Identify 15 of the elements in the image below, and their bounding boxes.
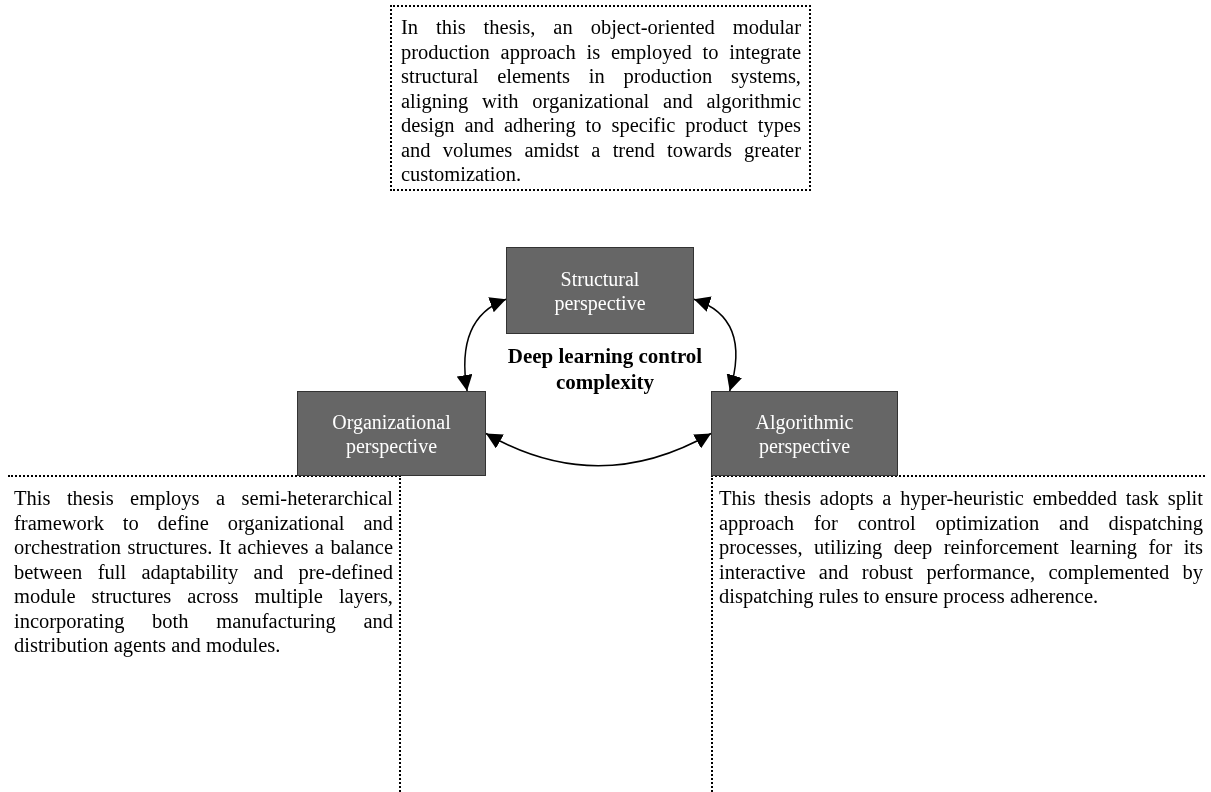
- perspective-label: Algorithmic perspective: [754, 409, 855, 458]
- perspective-label: Organizational perspective: [331, 409, 452, 458]
- description-text: This thesis adopts a hyper-heuristic embedded task split approach for control optimization and dispatching processes, utilizing deep reinforcement learning for its interactive and robust performance, complemented by dispatching rules to ensure process adherence.: [719, 486, 1203, 609]
- curved-double-arrow: [693, 297, 742, 392]
- description-text: This thesis employs a semi-heterarchical framework to define organizational and orchestration structures. It achieves a balance between full adaptability and pre-defined module structures across multiple layers, incorporating both manufacturing and distribution agents and modules.: [14, 486, 393, 658]
- perspective-box: [297, 391, 486, 476]
- curved-double-arrow: [457, 298, 507, 392]
- perspective-label: Structural perspective: [553, 266, 647, 315]
- dotted-text-box: [8, 475, 401, 792]
- center-title: Deep learning control complexity: [506, 343, 704, 395]
- dotted-text-box: [711, 475, 1205, 792]
- description-text: In this thesis, an object-oriented modular production approach is employed to integrate structural elements in production systems, aligning with organizational and algorithmic design and adhering to specific product types and volumes amidst a trend towards greater customization.: [401, 15, 801, 187]
- perspective-box: [506, 247, 694, 334]
- perspective-box: [711, 391, 898, 476]
- curved-double-arrow: [485, 432, 712, 467]
